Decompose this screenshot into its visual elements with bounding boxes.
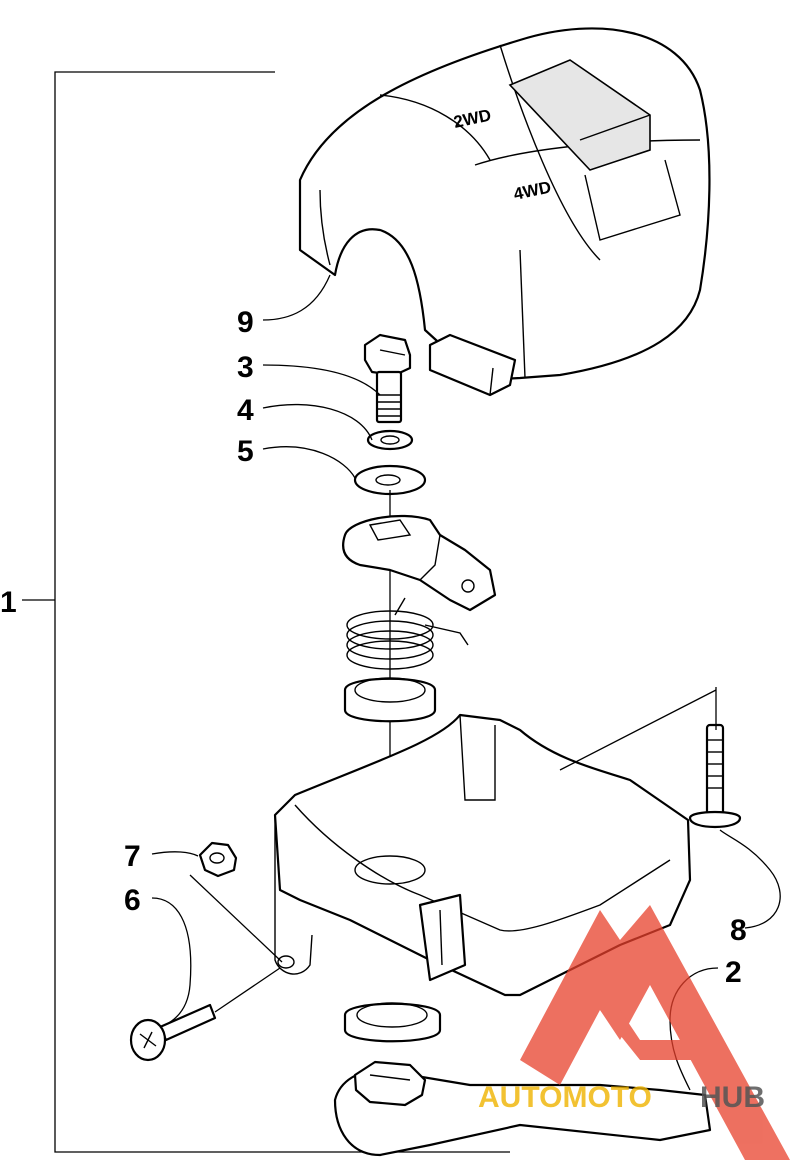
leader-lines bbox=[151, 274, 781, 1091]
flat-washer bbox=[353, 464, 427, 496]
callout-7: 7 bbox=[124, 840, 141, 873]
callout-3: 3 bbox=[237, 351, 254, 384]
assembly-bracket bbox=[22, 71, 510, 1153]
lower-bushing bbox=[343, 1002, 442, 1043]
long-screw bbox=[688, 723, 742, 828]
watermark-triangle-shape bbox=[520, 905, 790, 1160]
hex-nut bbox=[198, 841, 238, 878]
watermark-text: AUTOMOTO HUB bbox=[478, 1081, 765, 1114]
watermark-word-automoto: AUTOMOTO bbox=[478, 1081, 652, 1114]
switch-housing-cover: 2WD 4WD bbox=[298, 27, 711, 397]
callout-1: 1 bbox=[0, 586, 17, 619]
callout-8: 8 bbox=[730, 914, 747, 947]
callout-9: 9 bbox=[237, 306, 254, 339]
callout-2: 2 bbox=[725, 956, 742, 989]
watermark-logo bbox=[520, 905, 790, 1160]
lock-washer bbox=[366, 429, 414, 451]
callout-6: 6 bbox=[124, 884, 141, 917]
callout-5: 5 bbox=[237, 435, 254, 468]
callout-labels: 1 2 3 4 5 6 7 8 9 bbox=[0, 306, 747, 989]
callout-4: 4 bbox=[237, 394, 254, 427]
hex-bolt bbox=[363, 333, 412, 424]
watermark-word-hub: HUB bbox=[700, 1081, 765, 1114]
switch-lever bbox=[342, 514, 497, 612]
phillips-screw bbox=[129, 1003, 217, 1062]
upper-bushing bbox=[343, 677, 437, 723]
torsion-spring bbox=[346, 597, 469, 670]
lower-lever bbox=[333, 1060, 712, 1157]
